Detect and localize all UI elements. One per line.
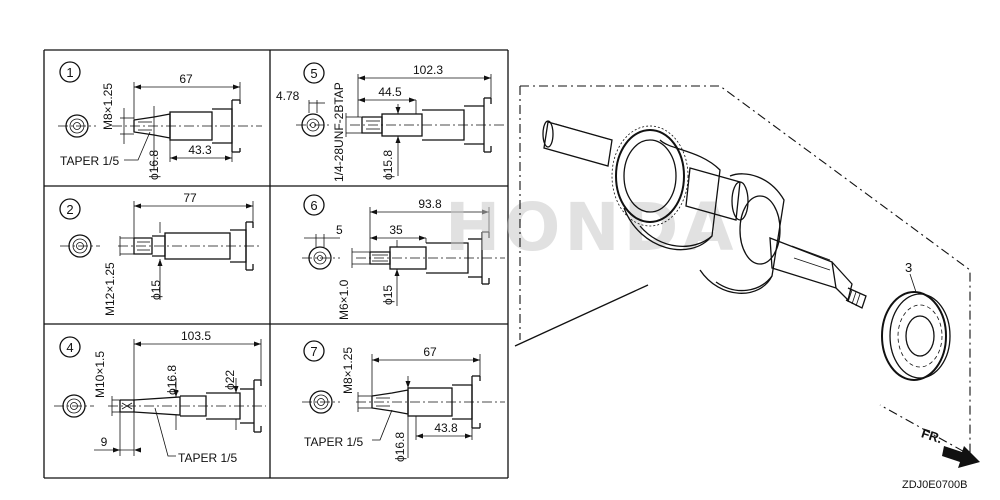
part-3-leader [909,273,917,293]
panel-4-taper-label: TAPER 1/5 [178,451,237,465]
panel-6-end-view [302,246,340,270]
panel-6-offset-label: 5 [336,223,343,237]
panel-2: 2 77 M12×1.25 ϕ15 [59,191,262,316]
panel-6-length2-label: 35 [389,223,403,237]
front-direction-label: FR. [920,425,945,446]
panel-7-length-label: 67 [423,345,437,359]
panel-7-dimensions: 67 M8×1.25 ϕ16.8 TAPER 1/5 43.8 [304,345,481,462]
panel-5-shaft [350,97,505,153]
panel-1-taper-label: TAPER 1/5 [60,154,119,168]
panel-6-dimensions: 93.8 35 5 M6×1.0 ϕ15 [304,197,490,320]
panel-6-number-circle [303,194,325,216]
panel-7-length2-label: 43.8 [434,421,458,435]
assembly-dashed-outline [520,85,971,456]
panel-7-thread-label: M8×1.25 [341,347,355,394]
panel-6-number: 6 [310,198,317,213]
front-direction-indicator: FR. [920,425,980,468]
panel-2-dimensions: 77 M12×1.25 ϕ15 [103,191,254,316]
panel-1-length2-label: 43.3 [188,143,212,157]
panel-6-shaft [356,231,505,285]
panel-5-dimensions: 102.3 44.5 4.78 1/4-28UNF-2BTAP ϕ15.8 [276,63,492,182]
panel-4-length2-label: 9 [101,435,108,449]
panel-6: 6 93.8 35 5 [302,194,505,320]
panel-1-number: 1 [66,65,73,80]
panel-7-end-view [302,390,340,414]
panel-2-length-label: 77 [183,191,197,205]
panel-7: 7 67 M8×1.25 ϕ16.8 TAPER [302,340,505,462]
assembly-leader-line [514,284,649,347]
part-3-callout: 3 [905,260,912,275]
front-arrow-icon [942,446,980,468]
panel-2-number: 2 [66,202,73,217]
panel-6-length-label: 93.8 [418,197,442,211]
panel-1: 1 67 M8×1.25 ϕ16.8 TAP [58,61,262,180]
bearing-icon [881,291,951,381]
panel-7-diameter-label: ϕ16.8 [393,432,407,462]
panel-4: 4 103.5 M10×1.5 ϕ16.8 [54,329,266,465]
panel-1-diameter-label: ϕ16.8 [147,150,161,180]
panel-1-length-label: 67 [179,72,193,86]
panel-7-shaft [356,375,505,429]
panel-4-number: 4 [66,340,73,355]
panel-4-length-label: 103.5 [181,329,211,343]
panel-2-thread-label: M12×1.25 [103,262,117,316]
crankshaft-icon [542,120,867,309]
panel-7-number-circle [303,340,325,362]
panel-5-thread-label: 1/4-28UNF-2BTAP [332,82,346,182]
panel-4-shaft [108,379,266,433]
crankshaft-assembly-view: HONDA [445,85,980,491]
panel-1-end-view [58,114,96,138]
panel-4-dimensions: 103.5 M10×1.5 ϕ16.8 ϕ22 9 TAPER 1/5 [93,329,262,465]
panel-4-thread-label: M10×1.5 [93,351,107,398]
panel-5-diameter-label: ϕ15.8 [381,150,395,180]
panel-5-number-circle [303,62,325,84]
panel-5-end-view [296,113,330,137]
drawing-code: ZDJ0E0700B [902,479,967,491]
panel-5: 5 102.3 44.5 4.78 [276,62,505,182]
panel-1-thread-label: M8×1.25 [101,83,115,130]
panel-1-shaft [112,99,262,153]
panel-2-end-view [60,234,100,258]
panel-7-number: 7 [310,344,317,359]
panel-2-number-circle [59,198,81,220]
panel-7-taper-label: TAPER 1/5 [304,435,363,449]
panel-5-length-label: 102.3 [413,63,443,77]
honda-watermark: HONDA [445,189,737,266]
panel-5-length2-label: 44.5 [378,85,402,99]
panel-6-thread-label: M6×1.0 [337,279,351,320]
panel-grid [43,49,509,479]
panel-5-number: 5 [310,66,317,81]
panel-4-end-view [54,394,94,418]
panel-1-dimensions: 67 M8×1.25 ϕ16.8 TAPER 1/5 43.3 [60,72,241,180]
panel-6-diameter-label: ϕ15 [381,285,395,305]
panel-2-diameter-label: ϕ15 [149,280,163,300]
panel-2-shaft [118,221,262,271]
panel-4-diameter1-label: ϕ16.8 [165,365,179,395]
panel-4-diameter2-label: ϕ22 [223,370,237,390]
panel-4-number-circle [59,336,81,358]
panel-1-number-circle [59,61,81,83]
panel-5-offset-label: 4.78 [276,89,300,103]
